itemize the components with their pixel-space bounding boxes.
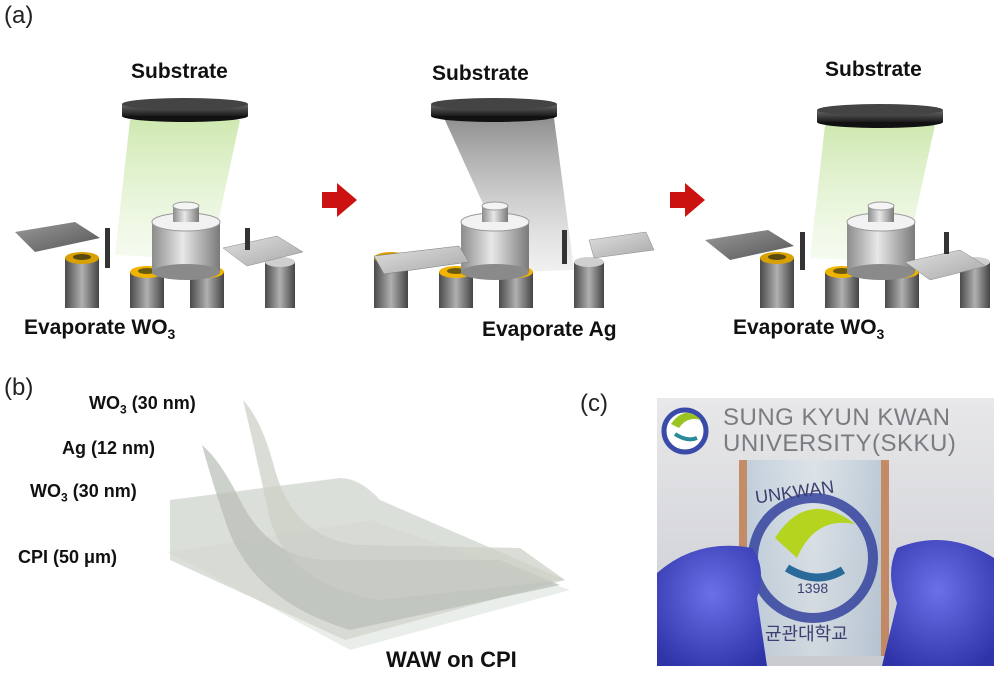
layer-label-wo3-bottom: WO3 (30 nm) — [30, 481, 137, 505]
substrate-label-1: Substrate — [131, 60, 228, 83]
step-caption-1-main: Evaporate WO — [24, 316, 168, 339]
layer-label-cpi: CPI (50 μm) — [18, 547, 117, 568]
layer-1-rest: (30 nm) — [126, 393, 196, 413]
layer-1-sub: 3 — [120, 402, 127, 417]
layer-3-main: WO — [30, 481, 61, 501]
waw-caption: WAW on CPI — [386, 647, 517, 672]
layer-4-main: CPI (50 μm) — [18, 547, 118, 567]
step-caption-1: Evaporate WO3 — [24, 316, 175, 342]
layer-label-wo3-top: WO3 (30 nm) — [89, 393, 196, 417]
step-caption-2: Evaporate Ag — [482, 318, 617, 342]
layer-3-rest: (30 nm) — [67, 481, 137, 501]
substrate-label-2: Substrate — [432, 62, 529, 85]
film-text-bottom: 균관대학교 — [765, 624, 848, 644]
step-caption-3-sub: 3 — [876, 326, 885, 343]
logo-line-2: UNIVERSITY(SKKU) — [723, 430, 957, 457]
logo-line-1: SUNG KYUN KWAN — [723, 404, 951, 431]
step-1-scene — [15, 98, 304, 309]
step-3-scene — [705, 104, 991, 309]
step-2-scene — [373, 98, 655, 309]
layer-2-main: Ag (12 nm) — [62, 438, 156, 458]
skku-logo-icon — [661, 407, 709, 455]
film-year: 1398 — [797, 580, 829, 596]
substrate-label-3: Substrate — [825, 58, 922, 81]
step-caption-3-main: Evaporate WO — [733, 316, 877, 339]
layer-stack — [168, 400, 570, 650]
layer-label-ag: Ag (12 nm) — [62, 438, 155, 459]
panel-c-label: (c) — [580, 390, 608, 417]
step-caption-1-sub: 3 — [167, 326, 176, 343]
sample-photo: SUNG KYUN KWAN UNIVERSITY(SKKU) UNKWAN 1… — [657, 398, 994, 666]
panel-b-label: (b) — [4, 374, 34, 401]
layer-3-sub: 3 — [61, 490, 68, 505]
layer-1-main: WO — [89, 393, 120, 413]
step-caption-3: Evaporate WO3 — [733, 316, 884, 342]
arrow-2 — [670, 183, 705, 217]
step-caption-2-main: Evaporate Ag — [482, 318, 617, 341]
panel-a-label: (a) — [4, 2, 34, 29]
arrow-1 — [322, 183, 357, 217]
